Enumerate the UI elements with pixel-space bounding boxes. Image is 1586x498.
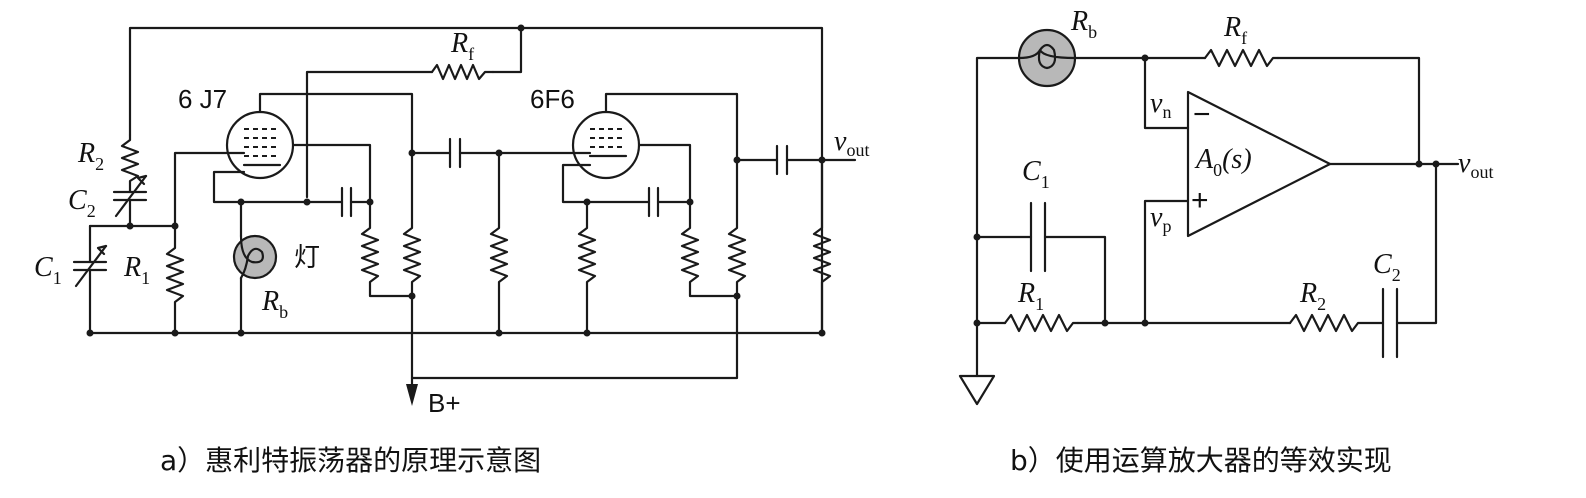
caption-right: b）使用运算放大器的等效实现 [1010, 444, 1392, 477]
ground-symbol [958, 374, 996, 406]
opamp-triangle [1186, 90, 1332, 238]
resistor-plate-1 [402, 151, 422, 398]
capacitor-c1-arrowhead [96, 244, 108, 256]
lamp-filament-right [1017, 43, 1077, 70]
caption-left: a）惠利特振荡器的原理示意图 [160, 444, 541, 477]
wire-left-network [88, 151, 230, 228]
capacitor-c2-arrow [114, 174, 148, 218]
tube-6f6-plate-lead [604, 92, 739, 162]
tube-6j7-plate-lead [258, 92, 414, 155]
tube-6f6-screen-lead [637, 143, 692, 204]
lamp-filament [239, 234, 264, 280]
junction-dots-right [973, 54, 1440, 327]
label-plus: + [1191, 184, 1209, 217]
label-c2: C2 [68, 185, 96, 221]
label-r1: R1 [123, 252, 150, 288]
tube-6f6-cathode-lead [561, 163, 651, 204]
tube-6f6-envelope [571, 110, 641, 180]
resistor-cathode-1 [360, 200, 414, 298]
label-c1-right: C1 [1022, 156, 1050, 192]
label-rb: Rb [261, 286, 288, 322]
label-vout-left: vout [834, 126, 869, 160]
resistor-r1-right [1003, 313, 1080, 333]
wire-rf-to-out [1276, 56, 1421, 166]
junction-dots [86, 24, 826, 337]
wire-noninverting [1143, 199, 1190, 325]
wire-inverting [1143, 56, 1190, 130]
label-c1: C1 [34, 252, 62, 288]
tube-6f6-label: 6F6 [530, 84, 575, 114]
wire-rf-to-top [491, 26, 523, 74]
label-supply: B+ [428, 388, 461, 418]
resistor-cathode-2a [577, 200, 597, 335]
label-rb-right: Rb [1070, 6, 1097, 42]
wire-c1-right [1043, 235, 1107, 325]
label-r2-right: R2 [1299, 278, 1326, 314]
resistor-cathode-2b [680, 200, 739, 298]
label-rf-right: Rf [1223, 12, 1247, 48]
label-vout-right: vout [1458, 148, 1493, 182]
label-c2-right: C2 [1373, 249, 1401, 285]
label-r2: R2 [77, 138, 104, 174]
tube-6j7-screen-lead [291, 143, 372, 204]
label-vn: vn [1150, 88, 1171, 122]
label-rf: Rf [450, 28, 474, 64]
tube-6j7-cathode-lead [212, 170, 344, 204]
supply-arrow [406, 384, 418, 406]
capacitor-c2-arrowhead [136, 174, 148, 186]
tube-6j7-envelope [225, 110, 295, 180]
resistor-r2 [120, 133, 140, 194]
label-lamp: 灯 [294, 243, 320, 273]
wire-c2-to-out [1395, 162, 1438, 325]
hewlett-oscillator-schematic: 6 J7 6F6 R2 C2 C1 R1 Rf Rb 灯 vout B+ a）惠… [34, 24, 869, 477]
capacitor-c1-arrow [74, 244, 108, 288]
label-r1-right: R1 [1017, 278, 1044, 314]
label-gain: A0(s) [1194, 144, 1252, 180]
resistor-load [812, 158, 832, 335]
resistor-grid-2 [489, 151, 509, 335]
resistor-plate-2 [410, 158, 747, 380]
opamp-equivalent-schematic: Rb Rf vn vp − + A0(s) C1 R1 R2 C2 vout b… [958, 6, 1493, 477]
resistor-rf-right [1203, 48, 1280, 68]
tube-6j7-label: 6 J7 [178, 84, 227, 114]
resistor-r2-right [1288, 313, 1385, 333]
label-minus: − [1193, 98, 1211, 131]
wire-rf-branch [305, 70, 434, 199]
wire-left-rail [975, 56, 1021, 378]
resistor-r1 [165, 224, 185, 335]
resistor-rf [430, 63, 495, 81]
label-vp: vp [1150, 202, 1171, 236]
